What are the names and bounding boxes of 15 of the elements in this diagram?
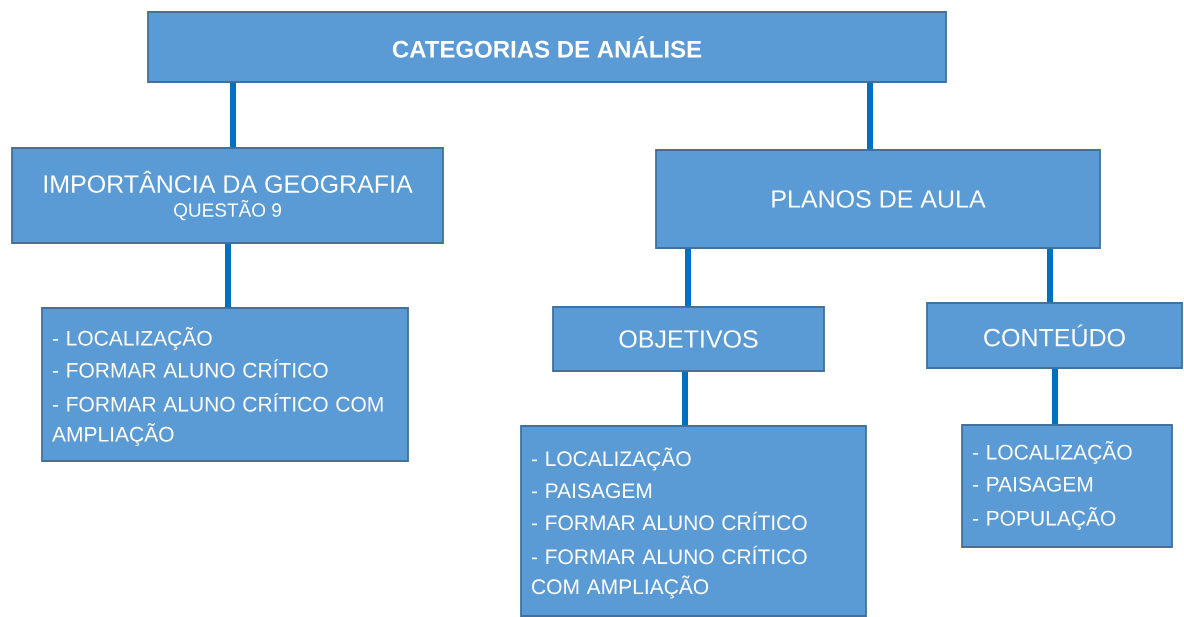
connector-line bbox=[867, 82, 873, 150]
category-box: PLANOS DE AULA bbox=[655, 149, 1101, 249]
connector-line bbox=[225, 243, 231, 308]
list-box: - LOCALIZAÇÃO - PAISAGEM - FORMAR ALUNO CRÍTICO - FORMAR ALUNO CRÍTICO COM AMPLIAÇÃO bbox=[520, 425, 867, 617]
list-box: - LOCALIZAÇÃO - PAISAGEM - POPULAÇÃO bbox=[961, 424, 1173, 548]
connector-line bbox=[1052, 368, 1058, 425]
category-box: CONTEÚDO bbox=[926, 302, 1183, 369]
list-box: - LOCALIZAÇÃO - FORMAR ALUNO CRÍTICO - FORMAR ALUNO CRÍTICO COM AMPLIAÇÃO bbox=[41, 307, 409, 462]
connector-line bbox=[230, 82, 236, 148]
category-box: IMPORTÂNCIA DA GEOGRAFIA QUESTÃO 9 bbox=[11, 147, 444, 244]
category-box: OBJETIVOS bbox=[552, 306, 825, 372]
connector-line bbox=[685, 248, 691, 307]
connector-line bbox=[1047, 248, 1053, 303]
connector-line bbox=[682, 371, 688, 426]
title-box: CATEGORIAS DE ANÁLISE bbox=[147, 11, 947, 83]
